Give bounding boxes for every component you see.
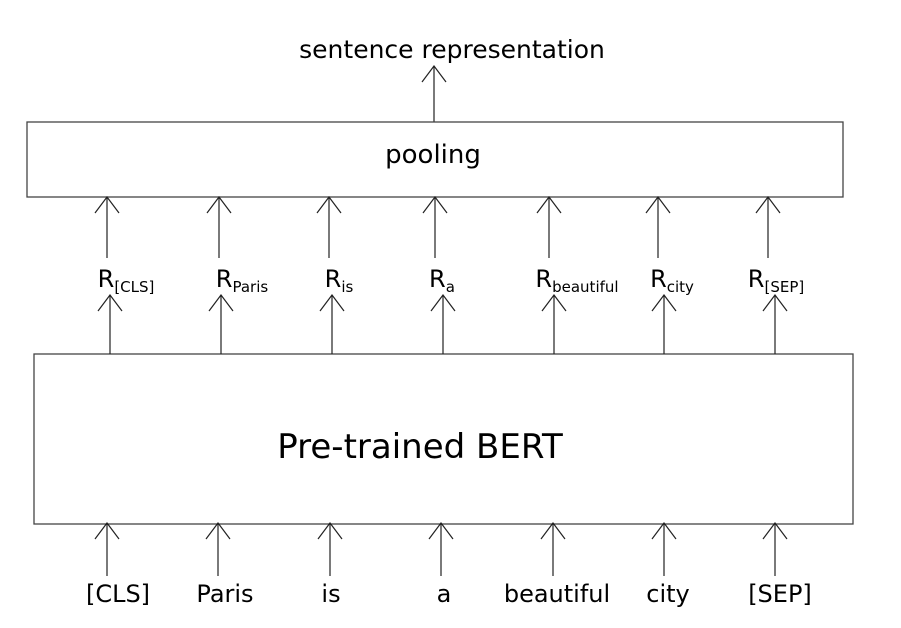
token-label: is [321, 580, 340, 608]
representation-base: R [98, 265, 115, 293]
token-layer: [CLS] Paris is a beautiful city [SEP] [86, 522, 812, 608]
bert-output-arrow [762, 294, 788, 354]
token-label: [CLS] [86, 580, 150, 608]
pooling-input-arrow [536, 196, 562, 258]
input-arrow [94, 522, 120, 576]
bert-output-arrow [208, 294, 234, 354]
pooling-input-arrow [206, 196, 232, 258]
token-label: [SEP] [748, 580, 812, 608]
representation-subscript: is [341, 278, 353, 296]
input-arrow [428, 522, 454, 576]
input-arrow [205, 522, 231, 576]
pooling-input-arrow [645, 196, 671, 258]
token-label: a [437, 580, 452, 608]
input-arrow [317, 522, 343, 576]
representation-subscript: a [446, 278, 455, 296]
representation-subscript: [SEP] [764, 278, 804, 296]
input-arrow [540, 522, 566, 576]
bert-box [33, 353, 854, 525]
representation-base: R [535, 265, 552, 293]
pooling-input-arrow [422, 196, 448, 258]
representation-subscript: city [667, 278, 694, 296]
output-arrow [421, 65, 447, 122]
bert-output-arrow [651, 294, 677, 354]
representation-base: R [325, 265, 342, 293]
representation-label: RParis [216, 265, 269, 296]
representation-label: Rcity [650, 265, 694, 296]
bert-output-arrow [319, 294, 345, 354]
bert-output-arrow [97, 294, 123, 354]
pooling-input-arrow [316, 196, 342, 258]
pooling-label: pooling [385, 140, 481, 170]
representation-subscript: beautiful [552, 278, 618, 296]
input-arrow [651, 522, 677, 576]
representation-label: Rbeautiful [535, 265, 618, 296]
representation-label: R[SEP] [748, 265, 804, 296]
representation-label: R[CLS] [98, 265, 155, 296]
bert-output-arrow [541, 294, 567, 354]
representation-label: Ra [429, 265, 455, 296]
representation-base: R [216, 265, 233, 293]
representation-label: Ris [325, 265, 354, 296]
representation-base: R [650, 265, 667, 293]
token-label: beautiful [504, 580, 610, 608]
token-label: city [646, 580, 689, 608]
bert-label: Pre-trained BERT [277, 427, 563, 467]
representation-subscript: Paris [232, 278, 268, 296]
representation-subscript: [CLS] [114, 278, 154, 296]
representation-base: R [429, 265, 446, 293]
pooling-input-arrow [755, 196, 781, 258]
output-label: sentence representation [299, 35, 605, 64]
token-label: Paris [196, 580, 253, 608]
pooling-input-arrow [94, 196, 120, 258]
representation-base: R [748, 265, 765, 293]
bert-output-arrow [430, 294, 456, 354]
input-arrow [762, 522, 788, 576]
